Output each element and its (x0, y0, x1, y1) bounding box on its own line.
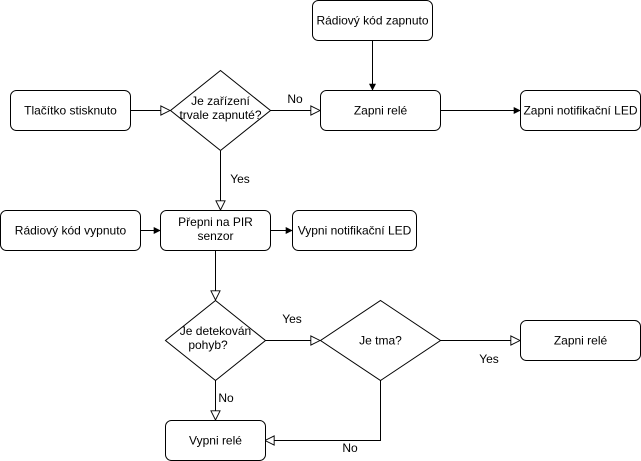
node-radio-on-label: Rádiový kód zapnuto (316, 14, 428, 28)
node-notif-led-on-label: Zapni notifikační LED (523, 104, 637, 118)
node-motion-decision: Je detekován pohyb? (164, 299, 267, 382)
label-dark-no: No (342, 441, 358, 455)
node-relay-on-top: Zapni relé (320, 90, 441, 131)
edge-dark-no (265, 380, 381, 441)
label-always-on-yes: Yes (230, 172, 250, 186)
node-dark-decision: Je tma? (319, 299, 442, 382)
node-dark-label: Je tma? (359, 334, 402, 348)
node-radio-on: Rádiový kód zapnuto (312, 0, 433, 41)
node-relay-on-bottom: Zapni relé (520, 320, 641, 361)
node-motion-label-line2: pohyb? (188, 338, 228, 352)
node-relay-off: Vypni relé (165, 420, 266, 461)
label-motion-no: No (218, 391, 234, 405)
label-always-on-no: No (287, 92, 303, 106)
node-motion-label-line1: Je detekován (180, 324, 251, 338)
node-notif-led-off-label: Vypni notifikační LED (298, 224, 412, 238)
node-radio-off: Rádiový kód vypnuto (0, 210, 141, 251)
node-pir-switch-label-line2: senzor (197, 229, 233, 243)
node-always-on-label-line2: trvale zapnuté? (179, 108, 261, 122)
node-button-pressed-label: Tlačítko stisknuto (24, 104, 117, 118)
label-motion-yes: Yes (282, 312, 302, 326)
node-relay-on-top-label: Zapni relé (354, 104, 408, 118)
node-radio-off-label: Rádiový kód vypnuto (15, 224, 127, 238)
node-pir-switch-label-line1: Přepni na PIR (178, 215, 253, 229)
node-always-on-label-line1: Je zařízení (191, 94, 250, 108)
node-always-on-decision: Je zařízení trvale zapnuté? (169, 69, 272, 152)
node-notif-led-on: Zapni notifikační LED (520, 90, 641, 131)
node-relay-off-label: Vypni relé (189, 434, 242, 448)
node-button-pressed: Tlačítko stisknuto (10, 90, 131, 131)
node-notif-led-off: Vypni notifikační LED (292, 210, 417, 251)
node-relay-on-bottom-label: Zapni relé (554, 334, 608, 348)
label-dark-yes: Yes (479, 352, 499, 366)
node-pir-switch: Přepni na PIR senzor (160, 210, 271, 251)
